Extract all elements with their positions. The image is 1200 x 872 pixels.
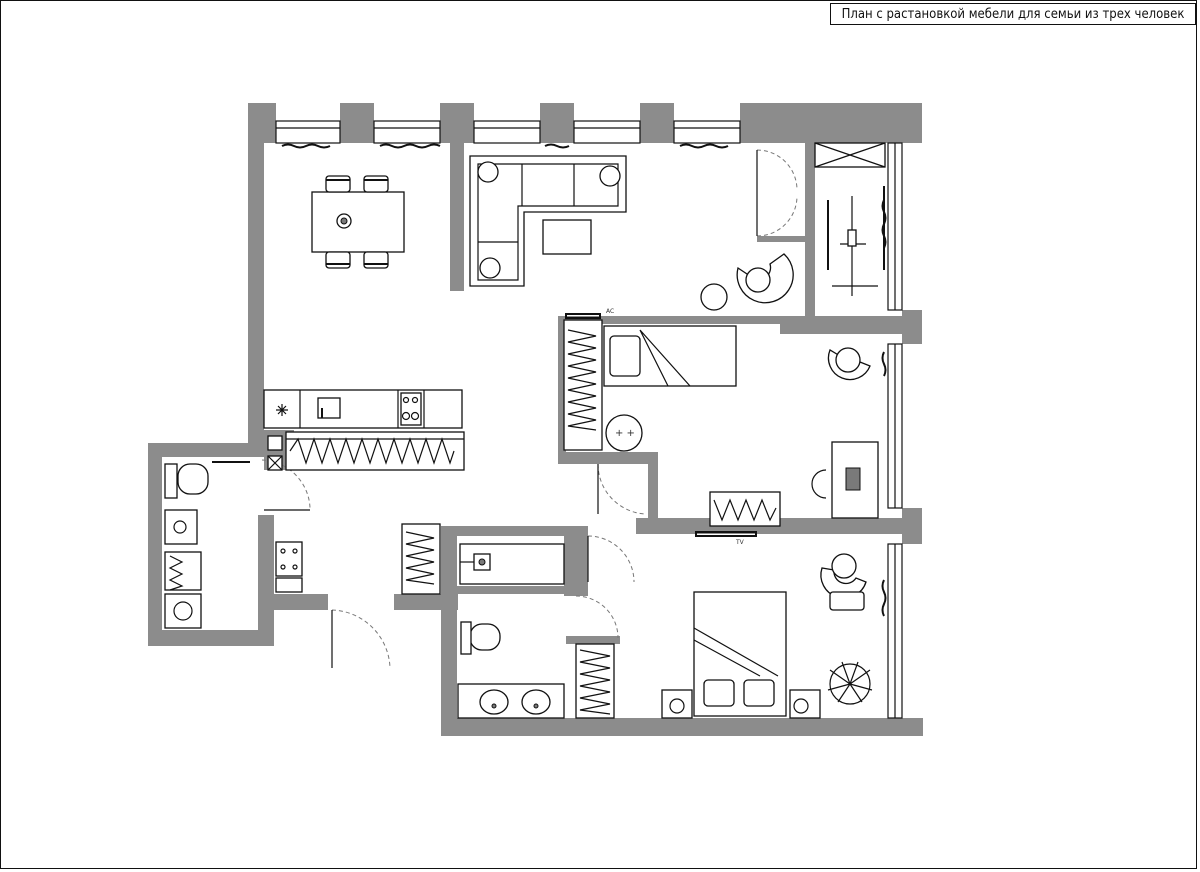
corner-sofa (469, 155, 627, 287)
hallway-wardrobe (285, 431, 465, 471)
windows (275, 120, 903, 719)
drawing-title: План с растановкой мебели для семьи из т… (830, 3, 1196, 25)
dining-table (311, 175, 405, 269)
plant-icon (827, 661, 873, 705)
children-room: AC + + (563, 308, 879, 527)
kitchen-counter (263, 389, 463, 471)
svg-text:+ +: + + (615, 428, 635, 439)
bathroom-2 (457, 543, 615, 719)
living-armchair (700, 253, 794, 311)
ac-label: AC (606, 308, 614, 315)
entry-wardrobe (401, 523, 441, 595)
balcony (814, 142, 886, 296)
coffee-table (542, 219, 592, 255)
master-bedroom: TV (661, 531, 873, 719)
tv-label: TV (735, 539, 745, 546)
bathroom-1 (164, 461, 303, 629)
